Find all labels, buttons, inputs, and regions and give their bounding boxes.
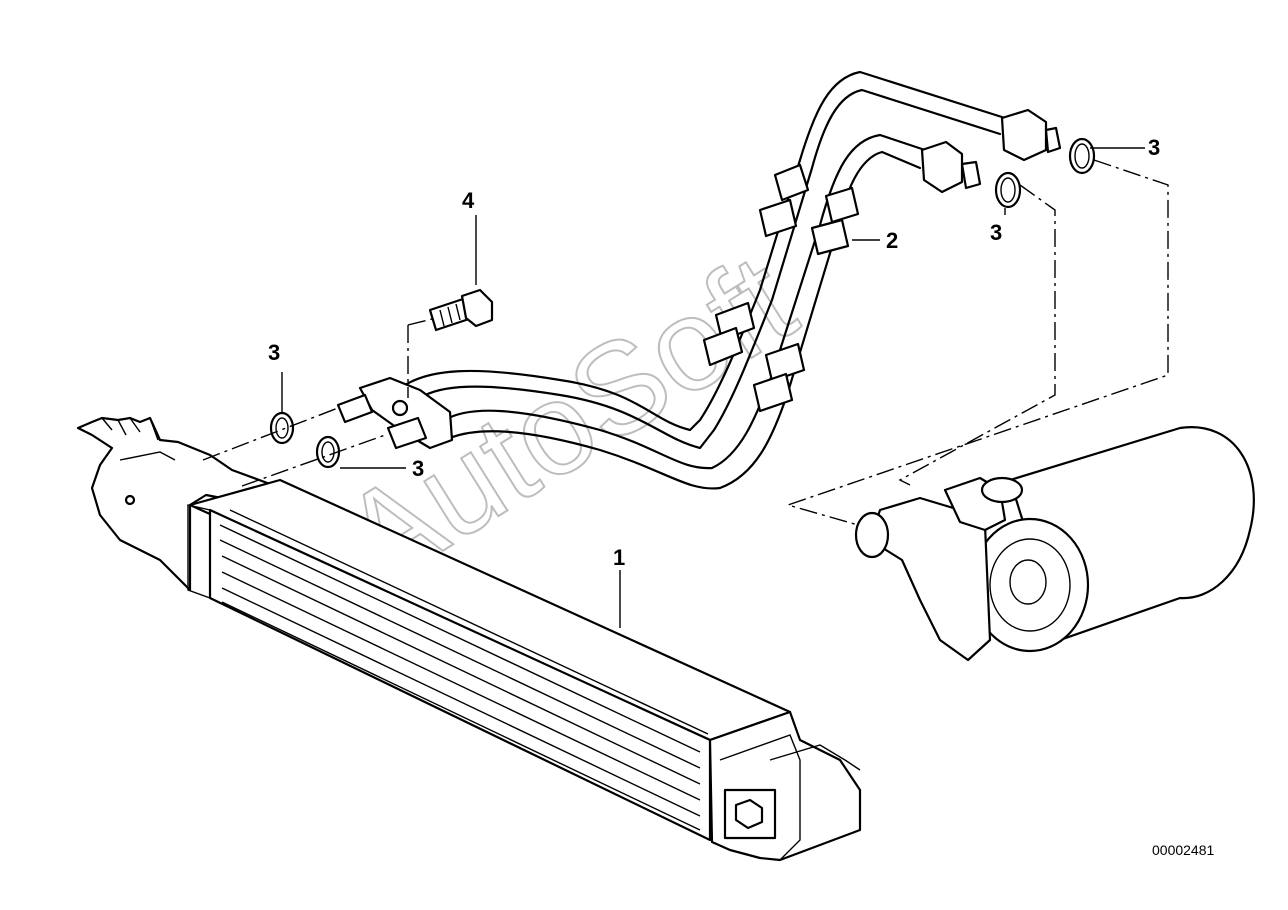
banjo-bolt [428, 288, 494, 332]
upper-line-inner-edge [418, 88, 1002, 450]
oil-lines [336, 70, 1062, 490]
callout-3-left-upper: 3 [268, 340, 280, 365]
bolt-head [460, 288, 494, 328]
callout-1: 1 [613, 545, 625, 570]
filter-port-left [854, 511, 890, 559]
union-nut-upper [1000, 108, 1048, 162]
line-end-upper [336, 393, 374, 424]
oil-filter-housing [854, 426, 1255, 662]
union-nut-lower [920, 140, 964, 194]
callout-3-top-right: 3 [1148, 135, 1160, 160]
seal-rings [269, 137, 1096, 469]
line-end-lower [386, 416, 428, 450]
oil-cooler [76, 416, 862, 862]
hose-crimp-lower-1 [824, 186, 860, 224]
leader-lines [202, 147, 1169, 628]
cooler-bolt-head [734, 798, 764, 830]
filter-arm [868, 496, 992, 662]
hose-crimp-upper-1 [773, 163, 810, 202]
callouts: 1 2 3 3 3 3 4 [268, 135, 1160, 570]
callout-4: 4 [462, 188, 475, 213]
seal-ring-right-2 [1068, 137, 1096, 175]
callout-2: 2 [886, 228, 898, 253]
callout-3-right: 3 [990, 220, 1002, 245]
seal-ring-left-1 [269, 411, 295, 445]
flange-hole [391, 399, 409, 417]
seal-ring-right-1 [994, 171, 1022, 209]
document-number: 00002481 [1152, 842, 1215, 858]
bracket-hole [124, 494, 136, 506]
upper-line-outer-edge [403, 70, 1007, 432]
lower-line-outer-edge [443, 133, 927, 470]
callout-3-left-lower: 3 [412, 456, 424, 481]
